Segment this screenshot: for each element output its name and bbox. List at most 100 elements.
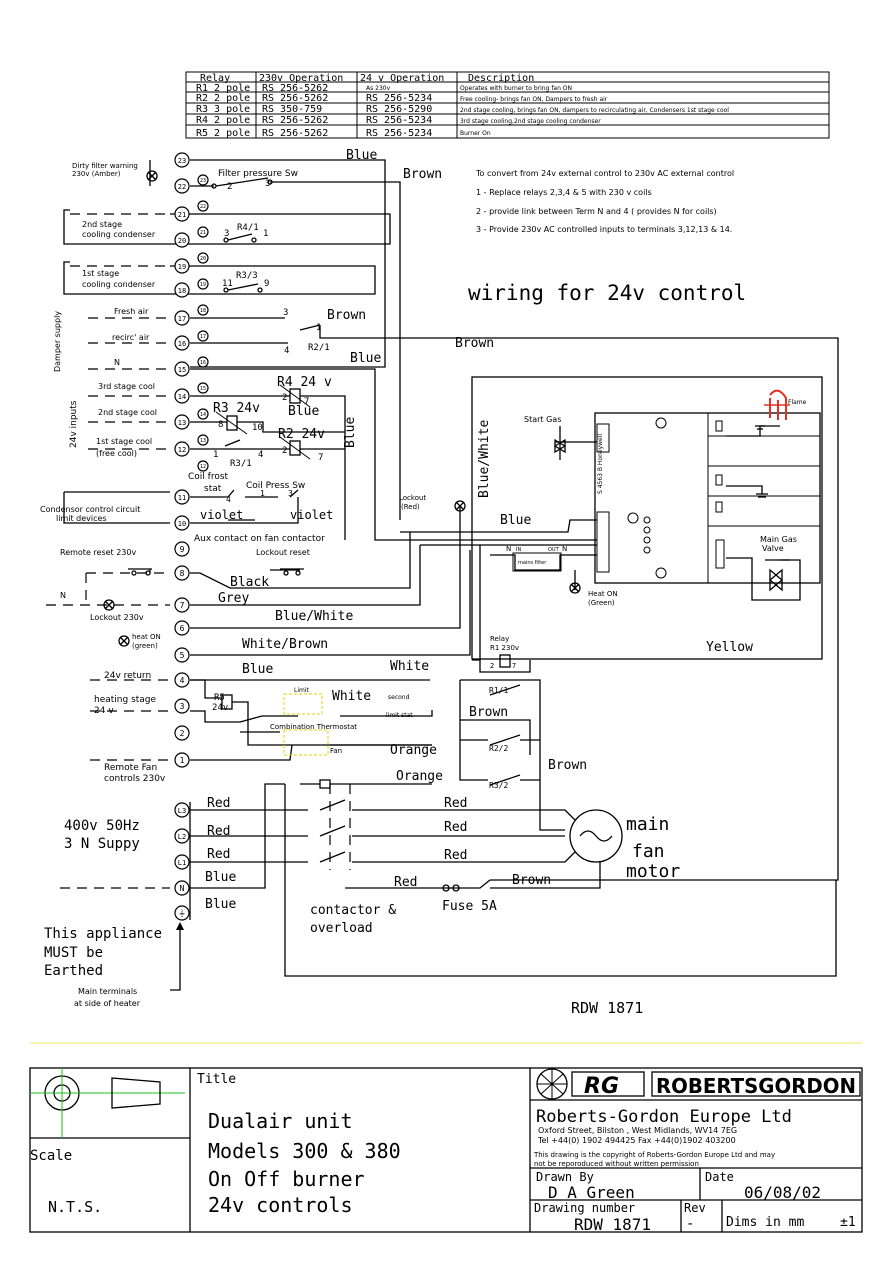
contactor-and-motor [190, 779, 837, 977]
wire-red: Red [394, 875, 417, 890]
terminal [174, 880, 190, 896]
sub-terminal [197, 356, 209, 368]
pin: 2 [282, 446, 287, 456]
terminal [174, 258, 190, 274]
dirty-filter-lamp-icon [146, 170, 158, 182]
motor-label: main [626, 814, 669, 835]
lower-control-wiring [149, 520, 471, 761]
overload-label: overload [310, 921, 373, 936]
pin: 7 [304, 397, 309, 407]
terminal [174, 725, 190, 741]
sub-terminal [197, 278, 209, 290]
heat-on-lamp-icon [118, 635, 130, 647]
wire-red: Red [444, 796, 467, 811]
pin: 1 [260, 489, 265, 498]
start-gas-valve-icon [553, 438, 567, 454]
pin: 2 [227, 182, 232, 192]
flame-icon [764, 389, 790, 420]
terminal-label: 4 [180, 676, 185, 685]
terminal [174, 232, 190, 248]
wire-blue: Blue [288, 404, 319, 419]
terminal-label: L3 [178, 807, 186, 815]
wire-black: Black [230, 575, 269, 590]
wire-blue: Blue [205, 870, 236, 885]
terminal-label: 16 [178, 340, 186, 348]
fan-label: Fan [330, 747, 342, 755]
fuse-icon [442, 884, 450, 892]
wire-blue: Blue [346, 148, 377, 163]
relay-r2-label: R2 24v [278, 427, 325, 442]
dims: Dims in mm [726, 1215, 804, 1230]
r1-1-label: R1/1 [489, 686, 508, 695]
first-stage-cond-label: 1st stage [82, 269, 119, 278]
r3-2-label: R3/2 [489, 781, 508, 790]
earth-warning-2: MUST be [44, 945, 103, 961]
pin: 2 [490, 662, 494, 670]
damper-supply-label: Damper supply [53, 311, 62, 372]
wire-red: Red [207, 847, 230, 862]
limit-devices-label: limit devices [56, 514, 107, 523]
terminal-label: 18 [178, 287, 186, 295]
logo-initials: RG [584, 1074, 619, 1099]
rev-label: Rev [684, 1201, 706, 1215]
title-line: On Off burner [208, 1167, 365, 1191]
condensor-ctrl-label: Condensor control circuit [40, 505, 140, 514]
controls-230-label: controls 230v [104, 774, 166, 784]
wire-blue-white: Blue/White [275, 609, 353, 624]
wire-brown: Brown [455, 336, 494, 351]
first-stage-cond-label-2: cooling condenser [82, 280, 156, 289]
sub-terminal-label: 12 [200, 464, 206, 470]
combi-stat-label: Combination Thermostat [270, 723, 357, 731]
wire-blue-white: Blue/White [477, 420, 492, 498]
terminal-wiring [46, 159, 839, 991]
terminal [174, 206, 190, 222]
indicator-lamps [103, 170, 581, 647]
company-phone: Tel +44(0) 1902 494425 Fax +44(0)1902 40… [537, 1136, 736, 1145]
pin: 2 [282, 393, 287, 403]
table-cell: 2nd stage cooling, brings fan ON, damper… [460, 107, 729, 114]
table-cell: R4 2 pole [196, 115, 250, 126]
wire-blue: Blue [242, 662, 273, 677]
table-cell: RS 256-5262 [262, 83, 328, 94]
valve-label: Valve [762, 544, 784, 553]
heat-on-green-lamp-icon [569, 582, 581, 594]
copyright: This drawing is the copyright of Roberts… [533, 1151, 775, 1159]
pin: 1 [316, 323, 321, 333]
terminal [174, 698, 190, 714]
terminal-label: ⏚ [178, 909, 186, 918]
sub-terminal-label: 17 [200, 334, 206, 340]
pin: 4 [226, 495, 231, 504]
wire-red: Red [207, 796, 230, 811]
table-cell: RS 256-5290 [366, 104, 432, 115]
relay-r1-label: R1 230v [490, 644, 519, 652]
mains-filter [512, 552, 562, 572]
wire-orange: Orange [396, 769, 443, 784]
sub-terminal-label: 20 [200, 256, 206, 262]
terminal [174, 489, 190, 505]
r3-1-label: R3/1 [230, 459, 252, 469]
table-cell: RS 256-5234 [366, 128, 432, 139]
wire-yellow: Yellow [706, 640, 753, 655]
out-label: OUT [548, 547, 560, 553]
inputs-24v-label: 24v inputs [69, 400, 79, 448]
drawn-by: D A Green [548, 1183, 635, 1202]
in-label: IN [516, 547, 521, 553]
title-line: Models 300 & 380 [208, 1139, 401, 1163]
terminal-label: 12 [178, 446, 186, 454]
terminal [174, 414, 190, 430]
table-header-relay: Relay [200, 73, 230, 84]
heating-stage-label: heating stage [94, 695, 157, 705]
scale-value: N.T.S. [48, 1198, 102, 1216]
terminal-label: 3 [180, 702, 185, 711]
pin: 1 [213, 450, 218, 460]
date: 06/08/02 [744, 1183, 821, 1202]
main-terminals-label-2: at side of heater [74, 999, 141, 1008]
note-item: 3 - Provide 230v AC controlled inputs to… [476, 225, 732, 234]
contactor-label: contactor & [310, 903, 396, 918]
relay-coil-r1 [499, 654, 511, 668]
terminal [174, 361, 190, 377]
lockout-red-label: Lockout [399, 494, 426, 502]
globe-icon [536, 1068, 568, 1100]
terminal [174, 752, 190, 768]
wire-brown: Brown [403, 167, 442, 182]
